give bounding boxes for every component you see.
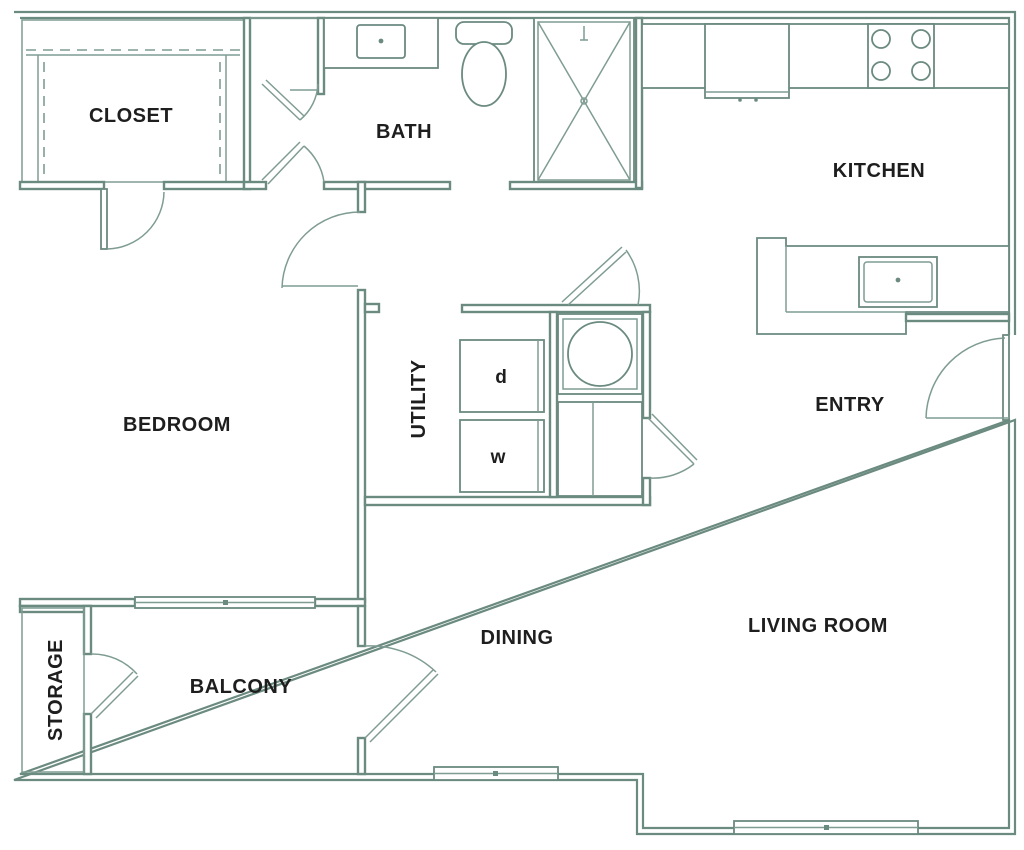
bedroom-walls [18, 180, 381, 609]
dining-window [433, 766, 559, 781]
dryer-label: d [495, 367, 507, 388]
bedroom-window [134, 596, 316, 609]
entry-door [925, 334, 1010, 421]
balcony-walls [18, 604, 439, 776]
living-window [733, 820, 919, 835]
room-label-storage: STORAGE [45, 639, 67, 741]
room-label-dining: DINING [481, 627, 554, 649]
closet-walls [18, 19, 252, 250]
room-label-entry: ENTRY [815, 394, 885, 416]
room-label-living-room: LIVING ROOM [748, 615, 888, 637]
room-label-balcony: BALCONY [190, 676, 293, 698]
washer-label: w [490, 447, 506, 468]
room-label-bedroom: BEDROOM [123, 414, 231, 436]
kitchen-fixtures [634, 16, 1011, 335]
room-label-closet: CLOSET [89, 105, 173, 127]
room-label-utility: UTILITY [408, 359, 430, 438]
room-label-kitchen: KITCHEN [833, 160, 925, 182]
room-label-bath: BATH [376, 121, 432, 143]
bath-walls [242, 16, 644, 191]
utility-walls [363, 246, 698, 507]
